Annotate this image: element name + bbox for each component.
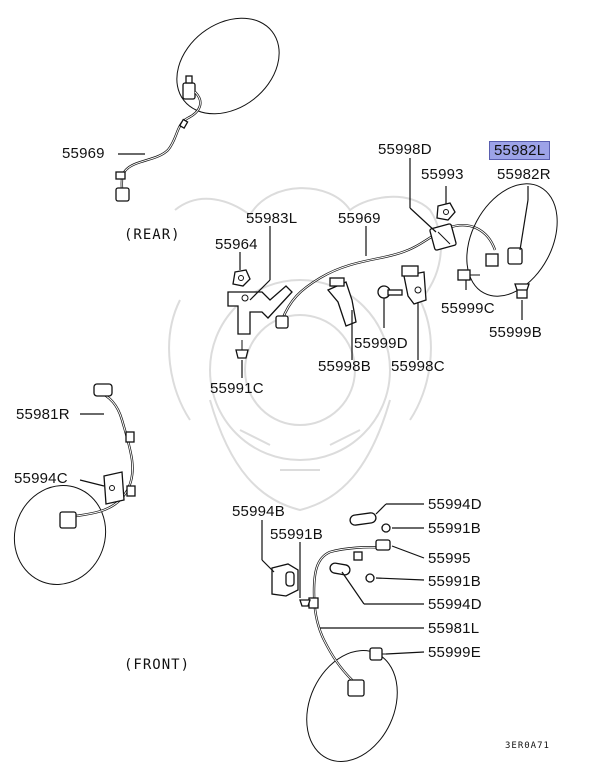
- label-55991b-bottom[interactable]: 55991B: [428, 573, 481, 590]
- label-55994d-bottom[interactable]: 55994D: [428, 596, 482, 613]
- bolt-55999b[interactable]: [514, 283, 530, 299]
- label-55994b[interactable]: 55994B: [232, 503, 285, 520]
- label-55998b[interactable]: 55998B: [318, 358, 371, 375]
- label-55999d[interactable]: 55999D: [354, 335, 408, 352]
- label-55981l[interactable]: 55981L: [428, 620, 480, 637]
- bolt-55999e[interactable]: [369, 647, 388, 661]
- label-55999e[interactable]: 55999E: [428, 644, 481, 661]
- rear-harness-55969[interactable]: [115, 91, 202, 202]
- label-55969-rear[interactable]: 55969: [62, 145, 105, 162]
- label-55999c[interactable]: 55999C: [441, 300, 495, 317]
- nut-55964[interactable]: [232, 269, 251, 287]
- clip-55998d[interactable]: [429, 223, 457, 251]
- bolt-55991b-left[interactable]: [299, 599, 311, 607]
- clip-55994d-bottom[interactable]: [329, 562, 351, 576]
- label-55982r[interactable]: 55982R: [497, 166, 551, 183]
- clip-55995[interactable]: [353, 539, 391, 561]
- clip-55998c[interactable]: [401, 265, 427, 305]
- caption-front: (FRONT): [124, 657, 191, 673]
- label-55969-mid[interactable]: 55969: [338, 210, 381, 227]
- label-55983l[interactable]: 55983L: [246, 210, 298, 227]
- label-55994c[interactable]: 55994C: [14, 470, 68, 487]
- label-55998c[interactable]: 55998C: [391, 358, 445, 375]
- front-right-wheel-sensor-55981r[interactable]: [1, 383, 136, 597]
- label-55999b[interactable]: 55999B: [489, 324, 542, 341]
- rear-left-wheel-sensor[interactable]: [158, 0, 298, 134]
- bracket-55983l[interactable]: [227, 285, 293, 335]
- clip-55994d-top[interactable]: [349, 512, 377, 526]
- middle-harness-55969[interactable]: [275, 224, 497, 329]
- diagram-code: 3ER0A71: [505, 741, 550, 751]
- label-55981r[interactable]: 55981R: [16, 406, 70, 423]
- nut-55993[interactable]: [436, 202, 456, 221]
- front-left-wheel-sensor-55981l[interactable]: [289, 546, 414, 768]
- bolt-55991b-bottom[interactable]: [365, 573, 375, 583]
- caption-rear: (REAR): [124, 227, 181, 243]
- label-55964[interactable]: 55964: [215, 236, 258, 253]
- label-55991c[interactable]: 55991C: [210, 380, 264, 397]
- label-55982l-highlighted[interactable]: 55982L: [489, 141, 551, 160]
- leader-lines: [79, 153, 529, 655]
- bracket-55994c[interactable]: [103, 471, 125, 505]
- label-55994d-top[interactable]: 55994D: [428, 496, 482, 513]
- bolt-55991c[interactable]: [235, 340, 249, 359]
- bracket-55994b[interactable]: [271, 563, 299, 597]
- bolt-55991b-top[interactable]: [381, 523, 391, 533]
- bolt-55999d[interactable]: [377, 285, 403, 299]
- bolt-55999c[interactable]: [457, 269, 480, 281]
- label-55991b-top[interactable]: 55991B: [428, 520, 481, 537]
- label-55993[interactable]: 55993: [421, 166, 464, 183]
- label-55995[interactable]: 55995: [428, 550, 471, 567]
- label-55998d[interactable]: 55998D: [378, 141, 432, 158]
- clip-55998b[interactable]: [326, 277, 357, 327]
- label-55991b-left[interactable]: 55991B: [270, 526, 323, 543]
- rear-right-wheel-sensor-55982[interactable]: [449, 168, 576, 312]
